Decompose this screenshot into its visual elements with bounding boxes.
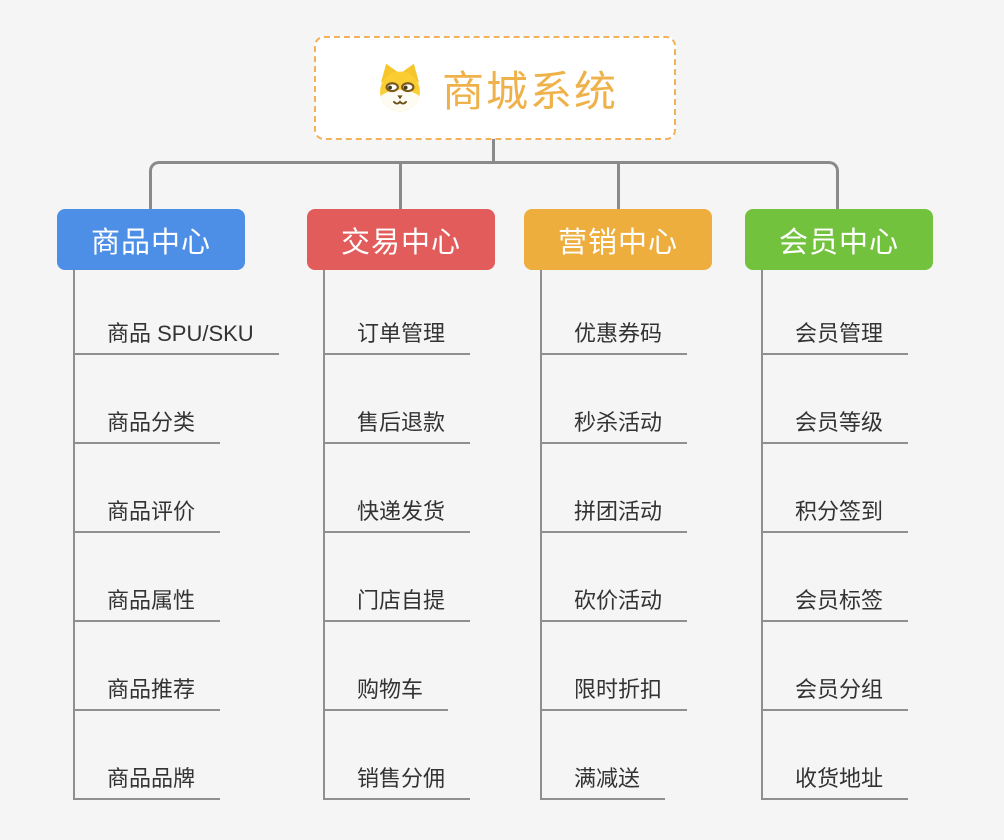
branch-marketing-center: 营销中心 优惠券码秒杀活动拼团活动砍价活动限时折扣满减送 — [524, 209, 712, 800]
child-node[interactable]: 门店自提 — [325, 533, 471, 622]
branch-children: 优惠券码秒杀活动拼团活动砍价活动限时折扣满减送 — [540, 270, 712, 800]
child-node[interactable]: 快递发货 — [325, 444, 471, 533]
branch-node-marketing-center[interactable]: 营销中心 — [524, 209, 712, 270]
child-node[interactable]: 订单管理 — [325, 270, 471, 355]
root-title: 商城系统 — [441, 67, 618, 115]
child-node[interactable]: 商品评价 — [75, 444, 221, 533]
child-node[interactable]: 会员标签 — [763, 533, 909, 622]
branch-member-center: 会员中心 会员管理会员等级积分签到会员标签会员分组收货地址 — [745, 209, 933, 800]
child-node[interactable]: 商品属性 — [75, 533, 221, 622]
child-node[interactable]: 商品品牌 — [75, 711, 221, 800]
branch-children: 会员管理会员等级积分签到会员标签会员分组收货地址 — [761, 270, 933, 800]
child-node[interactable]: 销售分佣 — [325, 711, 471, 800]
branch-trade-center: 交易中心 订单管理售后退款快递发货门店自提购物车销售分佣 — [307, 209, 495, 800]
child-node[interactable]: 收货地址 — [763, 711, 909, 800]
root-node[interactable]: 商城系统 — [314, 36, 676, 140]
child-node[interactable]: 会员分组 — [763, 622, 909, 711]
connector-bracket-right — [494, 161, 839, 209]
connector-drop-marketing — [617, 163, 620, 209]
child-node[interactable]: 秒杀活动 — [542, 355, 688, 444]
branch-node-member-center[interactable]: 会员中心 — [745, 209, 933, 270]
child-node[interactable]: 满减送 — [542, 711, 666, 800]
child-node[interactable]: 商品 SPU/SKU — [75, 270, 279, 355]
child-node[interactable]: 会员等级 — [763, 355, 909, 444]
dog-icon — [372, 62, 428, 114]
child-node[interactable]: 售后退款 — [325, 355, 471, 444]
child-node[interactable]: 商品推荐 — [75, 622, 221, 711]
child-node[interactable]: 拼团活动 — [542, 444, 688, 533]
child-node[interactable]: 砍价活动 — [542, 533, 688, 622]
child-node[interactable]: 积分签到 — [763, 444, 909, 533]
branch-children: 订单管理售后退款快递发货门店自提购物车销售分佣 — [323, 270, 495, 800]
child-node[interactable]: 商品分类 — [75, 355, 221, 444]
branch-node-trade-center[interactable]: 交易中心 — [307, 209, 495, 270]
child-node[interactable]: 购物车 — [325, 622, 449, 711]
child-node[interactable]: 优惠券码 — [542, 270, 688, 355]
connector-drop-trade — [399, 163, 402, 209]
connector-root-stem — [492, 139, 495, 164]
branch-node-product-center[interactable]: 商品中心 — [57, 209, 245, 270]
child-node[interactable]: 限时折扣 — [542, 622, 688, 711]
connector-bracket-left — [149, 161, 494, 209]
child-node[interactable]: 会员管理 — [763, 270, 909, 355]
